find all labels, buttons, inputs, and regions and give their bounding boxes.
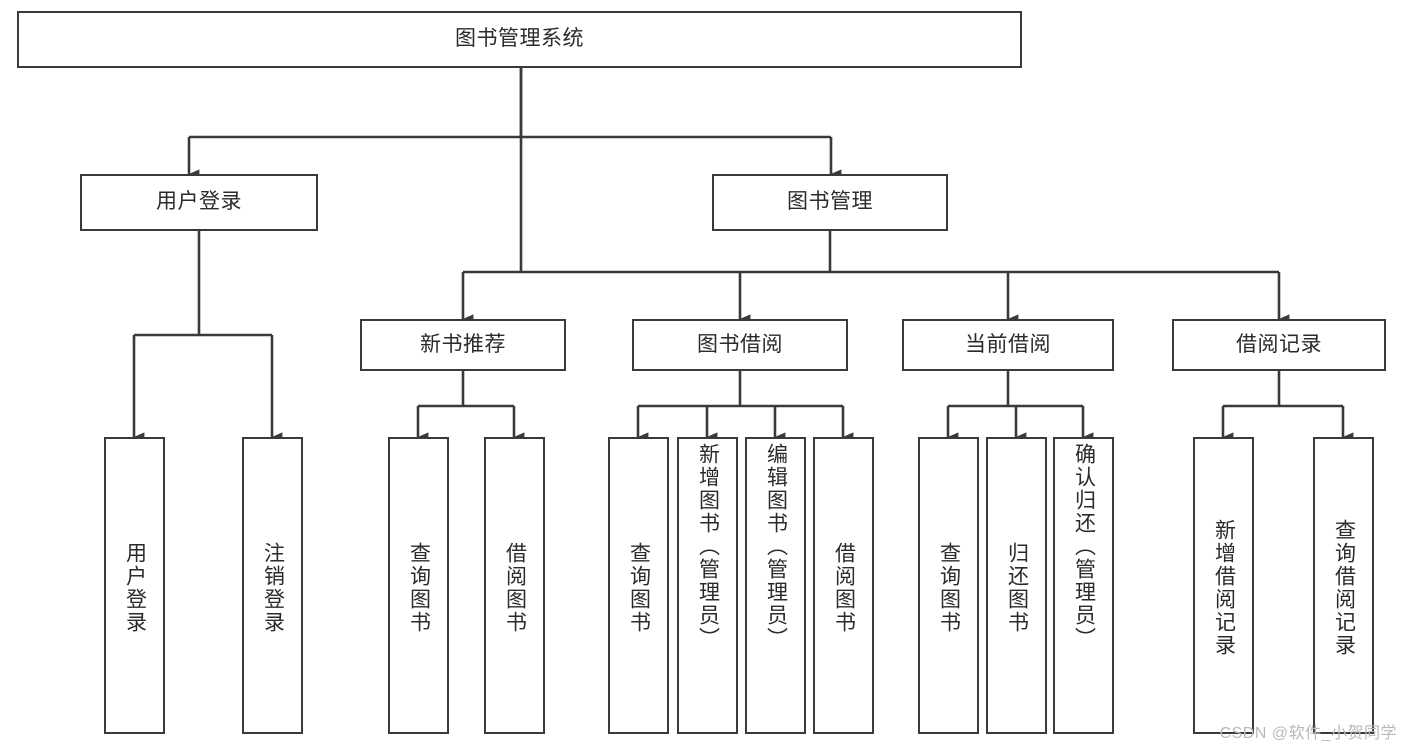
node-root[interactable]: 图书管理系统 — [17, 11, 1022, 68]
node-leaf-confirm-return[interactable]: 确认归还（管理员） — [1053, 437, 1114, 734]
node-leaf-user-login[interactable]: 用户登录 — [104, 437, 165, 734]
node-leaf-query-book-3-label: 查询图书 — [937, 541, 961, 634]
node-leaf-query-book-3[interactable]: 查询图书 — [918, 437, 979, 734]
node-leaf-query-record[interactable]: 查询借阅记录 — [1313, 437, 1374, 734]
node-book-borrow-label: 图书借阅 — [697, 332, 783, 356]
node-leaf-user-login-label: 用户登录 — [123, 541, 147, 634]
node-root-label: 图书管理系统 — [455, 27, 584, 51]
node-new-book-recommend-label: 新书推荐 — [420, 332, 506, 356]
node-leaf-edit-book-label: 编辑图书（管理员） — [764, 443, 788, 650]
node-leaf-borrow-book-2[interactable]: 借阅图书 — [813, 437, 874, 734]
node-leaf-borrow-book-2-label: 借阅图书 — [832, 541, 856, 634]
csdn-watermark: CSDN @软件_小贺同学 — [1219, 725, 1397, 742]
node-leaf-user-logout[interactable]: 注销登录 — [242, 437, 303, 734]
node-leaf-borrow-book-1[interactable]: 借阅图书 — [484, 437, 545, 734]
node-leaf-add-record[interactable]: 新增借阅记录 — [1193, 437, 1254, 734]
node-user-login-label: 用户登录 — [156, 190, 242, 214]
node-leaf-query-book-2-label: 查询图书 — [627, 541, 651, 634]
node-book-manage-label: 图书管理 — [787, 190, 873, 214]
node-current-borrow-label: 当前借阅 — [965, 332, 1051, 356]
node-new-book-recommend[interactable]: 新书推荐 — [360, 319, 566, 371]
node-book-manage[interactable]: 图书管理 — [712, 174, 948, 231]
node-leaf-query-book-1[interactable]: 查询图书 — [388, 437, 449, 734]
node-borrow-record-label: 借阅记录 — [1236, 332, 1322, 356]
node-leaf-query-book-1-label: 查询图书 — [407, 541, 431, 634]
node-current-borrow[interactable]: 当前借阅 — [902, 319, 1114, 371]
node-leaf-return-book[interactable]: 归还图书 — [986, 437, 1047, 734]
node-leaf-query-record-label: 查询借阅记录 — [1332, 518, 1356, 657]
node-leaf-user-logout-label: 注销登录 — [261, 541, 285, 634]
node-borrow-record[interactable]: 借阅记录 — [1172, 319, 1386, 371]
node-leaf-return-book-label: 归还图书 — [1005, 541, 1029, 634]
node-leaf-add-book[interactable]: 新增图书（管理员） — [677, 437, 738, 734]
node-leaf-borrow-book-1-label: 借阅图书 — [503, 541, 527, 634]
node-leaf-add-record-label: 新增借阅记录 — [1212, 518, 1236, 657]
node-leaf-add-book-label: 新增图书（管理员） — [696, 443, 720, 650]
node-leaf-confirm-return-label: 确认归还（管理员） — [1072, 443, 1096, 650]
node-leaf-edit-book[interactable]: 编辑图书（管理员） — [745, 437, 806, 734]
node-user-login[interactable]: 用户登录 — [80, 174, 318, 231]
node-leaf-query-book-2[interactable]: 查询图书 — [608, 437, 669, 734]
node-book-borrow[interactable]: 图书借阅 — [632, 319, 848, 371]
